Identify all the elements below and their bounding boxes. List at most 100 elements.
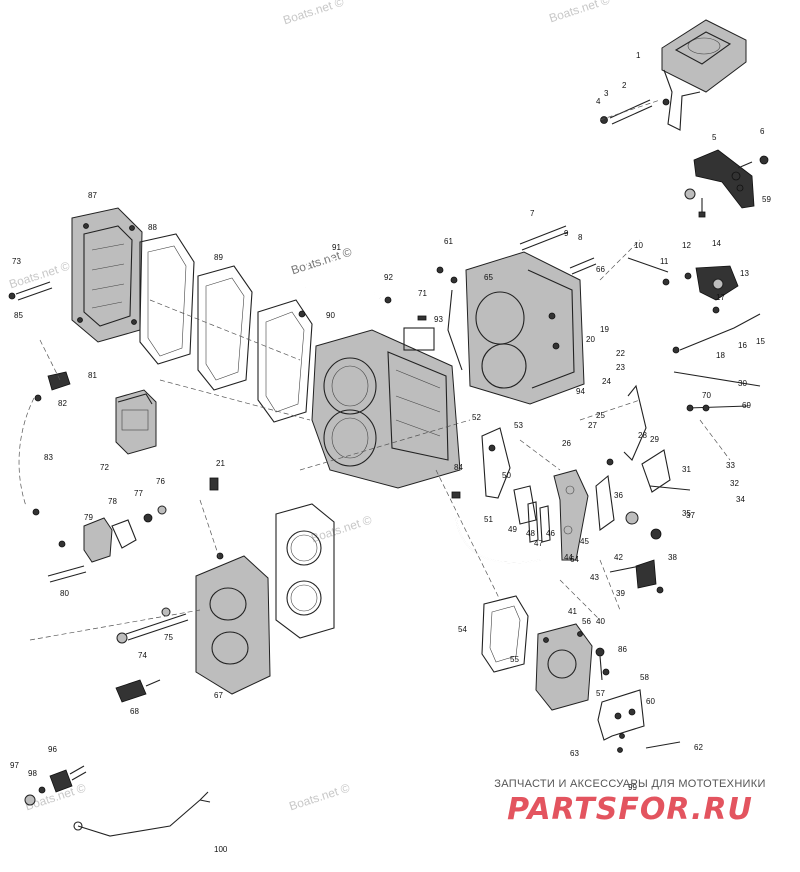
callout: 40	[596, 617, 605, 626]
crankcase	[465, 251, 585, 405]
callout: 54	[458, 625, 467, 634]
bolt	[8, 281, 53, 301]
callout: 4	[596, 97, 601, 106]
callout: 73	[12, 257, 21, 266]
thermostat-housing	[47, 505, 167, 583]
callout: 42	[614, 553, 623, 562]
callout: 30	[738, 379, 747, 388]
fitting	[595, 647, 610, 681]
callout: 14	[712, 239, 721, 248]
callout: 23	[616, 363, 625, 372]
fitting	[609, 511, 664, 594]
callout: 10	[634, 241, 643, 250]
callout: 59	[762, 195, 771, 204]
lever-plate	[527, 469, 615, 561]
callout: 34	[736, 495, 745, 504]
callout: 28	[638, 431, 647, 440]
callout: 53	[514, 421, 523, 430]
fitting	[298, 296, 427, 321]
assembly-line	[29, 99, 731, 641]
callout: 81	[88, 371, 97, 380]
callout: 13	[740, 269, 749, 278]
callout: 99	[628, 783, 637, 792]
link-rod	[447, 289, 463, 371]
callout: 87	[88, 191, 97, 200]
callout: 75	[164, 633, 173, 642]
callout: 93	[434, 315, 443, 324]
shift-arm	[481, 427, 537, 525]
callout: 15	[756, 337, 765, 346]
callout: 76	[156, 477, 165, 486]
callout: 41	[568, 607, 577, 616]
callout: 43	[590, 573, 599, 582]
callout: 6	[760, 127, 765, 136]
callout: 92	[384, 273, 393, 282]
callout: 32	[730, 479, 739, 488]
callout: 49	[508, 525, 517, 534]
callout: 16	[738, 341, 747, 350]
callout: 83	[44, 453, 53, 462]
callout: 31	[682, 465, 691, 474]
throttle-lever	[606, 384, 691, 493]
callout: 27	[588, 421, 597, 430]
callout: 36	[614, 491, 623, 500]
callout: 25	[596, 411, 605, 420]
callout: 19	[600, 325, 609, 334]
callout: 66	[596, 265, 605, 274]
callout: 86	[618, 645, 627, 654]
gasket	[197, 265, 253, 391]
ground-wire	[73, 791, 211, 837]
gasket	[139, 233, 195, 365]
mount-bracket	[684, 149, 769, 218]
callout: 71	[418, 289, 427, 298]
callout: 69	[742, 401, 751, 410]
callout: 68	[130, 707, 139, 716]
exhaust-cover	[71, 207, 143, 343]
callout: 44	[564, 553, 573, 562]
callout: 96	[48, 745, 57, 754]
spark-plug	[115, 607, 189, 703]
callout: 60	[646, 697, 655, 706]
sender	[24, 765, 87, 806]
callout: 21	[216, 459, 225, 468]
callout: 62	[694, 743, 703, 752]
callout: 17	[716, 293, 725, 302]
callout: 84	[454, 463, 463, 472]
callout: 46	[546, 529, 555, 538]
callout: 100	[214, 845, 228, 854]
callout: 63	[570, 749, 579, 758]
callout: 97	[10, 761, 19, 770]
electrical-box	[115, 389, 157, 455]
bolt	[436, 225, 597, 284]
callout: 65	[484, 273, 493, 282]
callout: 70	[702, 391, 711, 400]
callout: 38	[668, 553, 677, 562]
callout: 20	[586, 335, 595, 344]
fitting	[451, 491, 461, 499]
callout: 39	[616, 589, 625, 598]
callout: 26	[562, 439, 571, 448]
callout: 51	[484, 515, 493, 524]
callout: 8	[578, 233, 583, 242]
callout: 72	[100, 463, 109, 472]
callout: 2	[622, 81, 627, 90]
callout: 74	[138, 651, 147, 660]
callout: 7	[530, 209, 535, 218]
callout: 89	[214, 253, 223, 262]
gasket	[481, 595, 529, 673]
logo-name: PARTSFOR.RU	[507, 792, 753, 827]
callout: 94	[576, 387, 585, 396]
callout: 58	[640, 673, 649, 682]
cylinder-head	[195, 477, 271, 695]
callout: 1	[636, 51, 641, 60]
callout: 35	[682, 509, 691, 518]
callout: 37	[686, 511, 695, 520]
callout: 3	[604, 89, 609, 98]
gasket	[257, 299, 313, 423]
callout: 12	[682, 241, 691, 250]
head-gasket	[275, 503, 335, 639]
partsfor-logo: ЗАПЧАСТИ И АКСЕССУАРЫ ДЛЯ МОТОТЕХНИКИ PA…	[470, 778, 790, 830]
callout: 77	[134, 489, 143, 498]
